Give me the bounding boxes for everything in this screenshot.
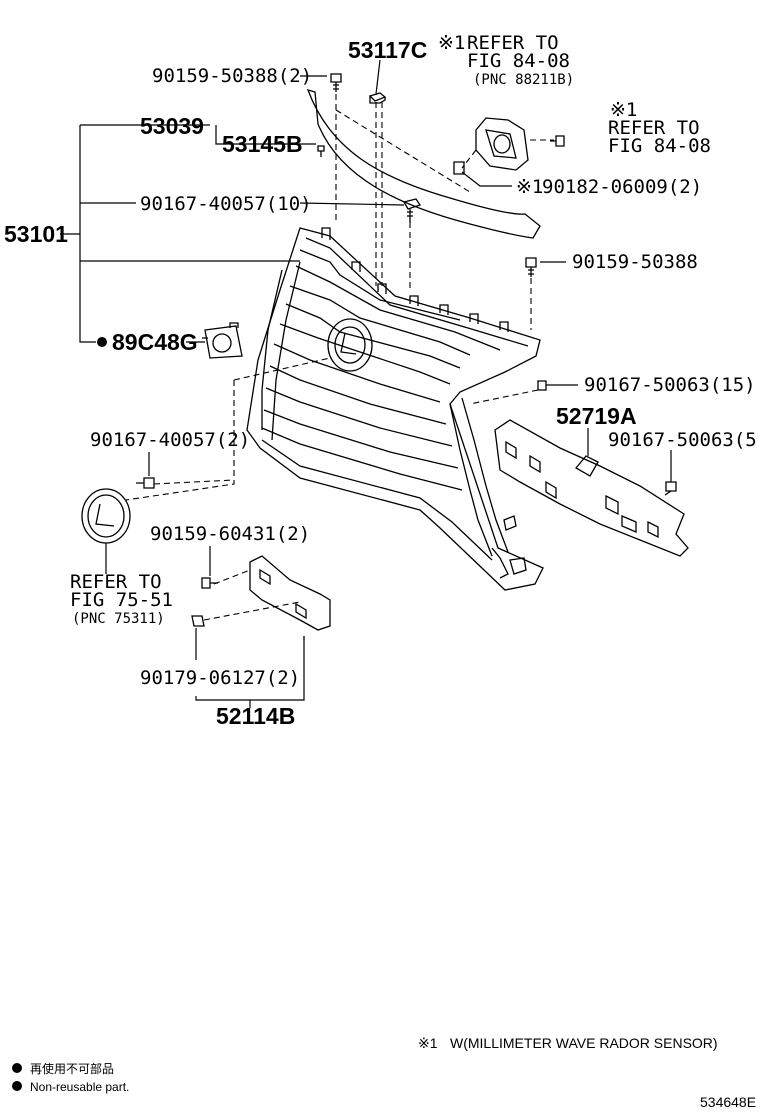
- label-53101: 53101: [4, 221, 68, 247]
- assembly-dash-lines: [125, 94, 554, 621]
- legend-dot-2-icon: [12, 1081, 22, 1091]
- sensor-ref-line3: (PNC 88211B): [473, 72, 574, 88]
- bolt-90159-50388: [525, 257, 537, 277]
- label-53145B: 53145B: [222, 131, 303, 157]
- label-53039: 53039: [140, 113, 204, 139]
- screw-bracket-ref: [550, 135, 565, 147]
- legend-line-1: 再使用不可部品: [30, 1061, 114, 1076]
- label-90182-06009-2: 90182-06009(2): [542, 176, 702, 198]
- clip-53117C: [368, 92, 387, 104]
- front-emblem: [81, 488, 131, 544]
- label-90179-06127-2: 90179-06127(2): [140, 667, 300, 689]
- molding-strip-53145B: [306, 89, 541, 239]
- bracket-ref-line2: FIG 84-08: [608, 135, 711, 157]
- bracket-ref-mark: ※1: [610, 99, 637, 121]
- label-90159-50388: 90159-50388: [572, 251, 698, 273]
- license-bracket-52114B: [249, 555, 331, 631]
- emblem-ref-line3: (PNC 75311): [72, 611, 165, 627]
- sensor-ref-mark: ※1: [438, 32, 465, 54]
- label-90159-50388-2: 90159-50388(2): [152, 65, 312, 87]
- non-reusable-mark-icon: [97, 337, 107, 347]
- bolt-90167-50063-5: [664, 481, 677, 496]
- bolt-90159-50388-2: [330, 73, 342, 92]
- footnote-text: W(MILLIMETER WAVE RADOR SENSOR): [450, 1035, 718, 1051]
- bracket-52719A: [494, 419, 689, 557]
- emblem-ref-line2: FIG 75-51: [70, 589, 173, 611]
- emblem-ref-line1: REFER TO: [70, 571, 162, 593]
- label-52719A: 52719A: [556, 403, 637, 429]
- bolt-90167-40057-10: [403, 198, 422, 223]
- label-89C48G: 89C48G: [112, 329, 198, 355]
- leader-lines: [60, 59, 672, 708]
- figure-id: 534648E: [700, 1094, 756, 1110]
- nut-ref-mark: ※1: [516, 176, 543, 198]
- label-90167-50063-15: 90167-50063(15): [584, 374, 756, 396]
- radiator-grille-assembly: [246, 227, 544, 591]
- legend-dot-1-icon: [12, 1063, 22, 1073]
- label-90167-50063-5: 90167-50063(5): [608, 429, 760, 451]
- label-90159-60431-2: 90159-60431(2): [150, 523, 310, 545]
- legend-line-2: Non-reusable part.: [30, 1080, 129, 1094]
- sensor-ref-line2: FIG 84-08: [467, 50, 570, 72]
- sensor-ref-line1: REFER TO: [467, 32, 559, 54]
- bolt-90167-50063-15: [537, 380, 556, 391]
- clip-90179-06127-2: [191, 615, 205, 627]
- clip-53145B: [317, 145, 325, 157]
- sensor-89C48G: [202, 322, 243, 359]
- sensor-bracket: [475, 117, 529, 171]
- bolt-90167-40057-2: [136, 477, 155, 489]
- bracket-ref-line1: REFER TO: [608, 117, 700, 139]
- label-90167-40057-10: 90167-40057(10): [140, 193, 312, 215]
- label-52114B: 52114B: [216, 703, 295, 729]
- footnote-mark: ※1: [418, 1035, 438, 1051]
- label-90167-40057-2: 90167-40057(2): [90, 429, 250, 451]
- label-53117C: 53117C: [348, 37, 427, 63]
